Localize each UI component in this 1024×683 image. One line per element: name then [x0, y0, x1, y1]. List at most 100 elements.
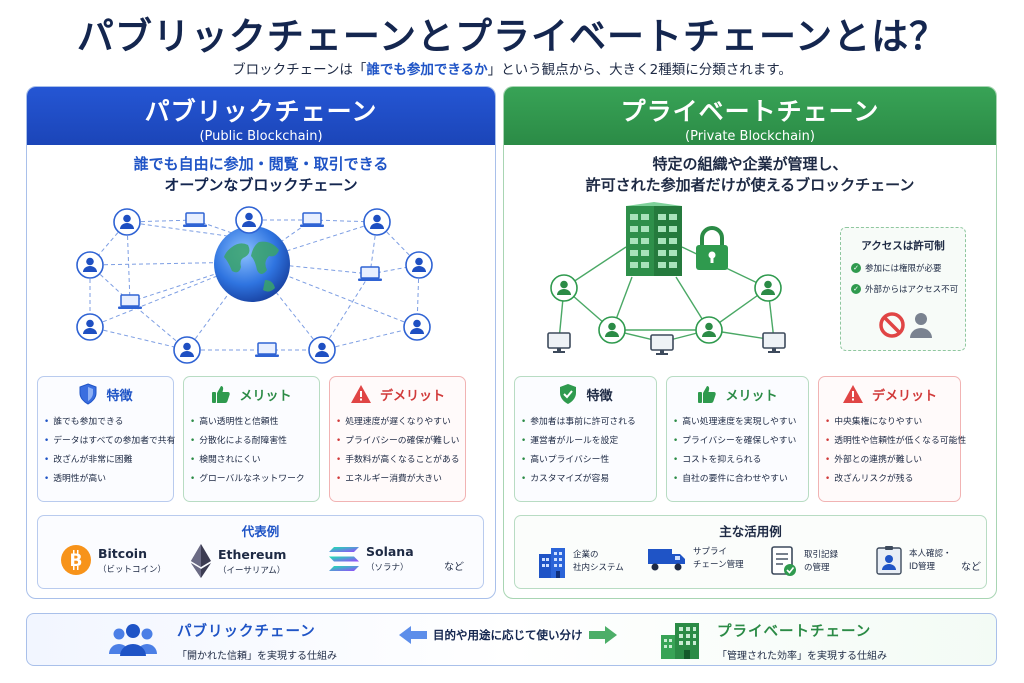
user-icon	[550, 274, 578, 302]
list-item: 処理速度が遅くなりやすい	[336, 413, 465, 432]
bitcoin-icon: B	[61, 545, 91, 575]
bitcoin-example: B Bitcoin（ビットコイン）	[60, 544, 166, 576]
no-access-icon	[879, 312, 932, 338]
user-icon	[754, 274, 782, 302]
private-use-cases: 主な活用例 企業の社内システム サプライチェーン管理 取引記録の管理 本人確認・…	[514, 515, 987, 589]
document-icon	[771, 546, 796, 576]
examples-title: 代表例	[241, 524, 280, 539]
group-users-icon	[109, 624, 157, 656]
monitor-icon	[650, 334, 674, 356]
private-title-en: (Private Blockchain)	[685, 129, 815, 144]
list-item: データはすべての参加者で共有	[44, 432, 175, 451]
public-cards: 特徴 誰でも参加できる データはすべての参加者で共有 改ざんが非常に困難 透明性…	[37, 376, 466, 502]
access-permission-box: アクセスは許可制 ✓参加には権限が必要 ✓外部からはアクセス不可	[840, 227, 966, 351]
laptop-icon	[117, 294, 143, 310]
arrow-right-icon	[588, 626, 617, 644]
public-features-card: 特徴 誰でも参加できる データはすべての参加者で共有 改ざんが非常に困難 透明性…	[37, 376, 175, 502]
server-icon	[626, 202, 682, 276]
list-item: 高いプライバシー性	[521, 451, 656, 470]
list-item: 外部との連携が難しい	[825, 451, 960, 470]
examples-etc: など	[444, 562, 464, 573]
use-case-supply-chain: サプライチェーン管理	[647, 546, 744, 572]
user-icon	[598, 316, 626, 344]
card-title: メリット	[239, 388, 292, 404]
private-panel-header: プライベートチェーン (Private Blockchain)	[504, 87, 996, 145]
user-icon	[235, 206, 263, 234]
list-item: 高い処理速度を実現しやすい	[673, 413, 808, 432]
bottom-public: パブリックチェーン 「開かれた信頼」を実現する仕組み	[177, 624, 337, 662]
user-icon	[405, 251, 433, 279]
list-item: 誰でも参加できる	[44, 413, 173, 432]
shield-icon	[79, 383, 97, 405]
list-item: プライバシーの確保が難しい	[336, 432, 465, 451]
bottom-summary: パブリックチェーン 「開かれた信頼」を実現する仕組み 目的や用途に応じて使い分け…	[26, 613, 997, 666]
shield-check-icon	[560, 384, 577, 404]
globe-icon	[214, 226, 290, 302]
monitor-icon	[762, 332, 786, 354]
check-icon: ✓	[851, 263, 861, 273]
office-buildings-icon	[661, 623, 699, 659]
list-item: 自社の要件に合わせやすい	[673, 470, 808, 489]
public-description: 誰でも自由に参加・閲覧・取引できる オープンなブロックチェーン	[133, 155, 389, 194]
private-chain-panel: プライベートチェーン (Private Blockchain) 特定の組織や企業…	[503, 86, 997, 599]
use-case-transaction-records: 取引記録の管理	[770, 546, 838, 578]
laptop-icon	[182, 212, 208, 228]
private-description: 特定の組織や企業が管理し、 許可された参加者だけが使えるブロックチェーン	[585, 155, 915, 194]
user-icon	[76, 313, 104, 341]
page-subtitle: ブロックチェーンは「誰でも参加できるか」という観点から、大きく2種類に分類されま…	[232, 62, 792, 78]
public-title: パブリックチェーン	[144, 97, 378, 126]
card-title: デメリット	[379, 388, 445, 404]
private-title: プライベートチェーン	[620, 97, 880, 126]
id-card-icon	[876, 546, 902, 575]
user-icon	[403, 313, 431, 341]
warning-icon	[842, 385, 863, 403]
check-icon: ✓	[851, 284, 861, 294]
private-merits-card: メリット 高い処理速度を実現しやすい プライバシーを確保しやすい コストを抑えら…	[666, 376, 809, 502]
public-examples: 代表例 B Bitcoin（ビットコイン） Ethereum（イーサリアム） S…	[37, 515, 484, 589]
user-icon	[113, 208, 141, 236]
thumbs-up-icon	[698, 386, 717, 403]
solana-icon	[329, 546, 359, 571]
user-icon	[695, 316, 723, 344]
laptop-icon	[299, 212, 325, 228]
bottom-middle: 目的や用途に応じて使い分け	[399, 625, 617, 645]
truck-icon	[648, 549, 685, 571]
card-title: デメリット	[871, 388, 937, 404]
public-merits-card: メリット 高い透明性と信頼性 分散化による耐障害性 検閲されにくい グローバルな…	[183, 376, 320, 502]
building-icon	[539, 548, 565, 578]
list-item: 改ざんリスクが残る	[825, 470, 960, 489]
ethereum-example: Ethereum（イーサリアム）	[190, 544, 286, 578]
list-item: 参加者は事前に許可される	[521, 413, 656, 432]
page-title: パブリックチェーンとプライベートチェーンとは？	[76, 15, 948, 58]
user-icon	[173, 336, 201, 364]
public-chain-panel: パブリックチェーン (Public Blockchain) 誰でも自由に参加・閲…	[26, 86, 496, 599]
user-icon	[308, 336, 336, 364]
laptop-icon	[357, 266, 383, 282]
access-item: ✓参加には権限が必要	[851, 262, 965, 274]
private-cards: 特徴 参加者は事前に許可される 運営者がルールを設定 高いプライバシー性 カスタ…	[514, 376, 966, 502]
use-cases-title: 主な活用例	[719, 524, 782, 539]
list-item: 運営者がルールを設定	[521, 432, 656, 451]
public-network-diagram	[76, 206, 433, 364]
list-item: 改ざんが非常に困難	[44, 451, 173, 470]
private-demerits-card: デメリット 中央集権になりやすい 透明性や信頼性が低くなる可能性 外部との連携が…	[818, 376, 966, 502]
arrow-left-icon	[399, 626, 427, 644]
list-item: 高い透明性と信頼性	[190, 413, 319, 432]
list-item: 検閲されにくい	[190, 451, 319, 470]
access-title: アクセスは許可制	[861, 240, 945, 252]
list-item: エネルギー消費が大きい	[336, 470, 465, 489]
monitor-icon	[547, 332, 571, 354]
list-item: 透明性や信頼性が低くなる可能性	[825, 432, 966, 451]
use-case-id-management: 本人確認・ID管理	[875, 546, 952, 576]
list-item: 分散化による耐障害性	[190, 432, 319, 451]
list-item: プライバシーを確保しやすい	[673, 432, 808, 451]
bottom-private: プライベートチェーン 「管理された効率」を実現する仕組み	[717, 624, 887, 662]
public-panel-header: パブリックチェーン (Public Blockchain)	[27, 87, 495, 145]
public-demerits-card: デメリット 処理速度が遅くなりやすい プライバシーの確保が難しい 手数料が高くな…	[329, 376, 466, 502]
solana-example: Solana（ソラナ）	[328, 544, 414, 573]
thumbs-up-icon	[212, 386, 231, 403]
card-title: 特徴	[106, 388, 133, 404]
list-item: カスタマイズが容易	[521, 470, 656, 489]
list-item: 手数料が高くなることがある	[336, 451, 465, 470]
laptop-icon	[254, 342, 280, 358]
